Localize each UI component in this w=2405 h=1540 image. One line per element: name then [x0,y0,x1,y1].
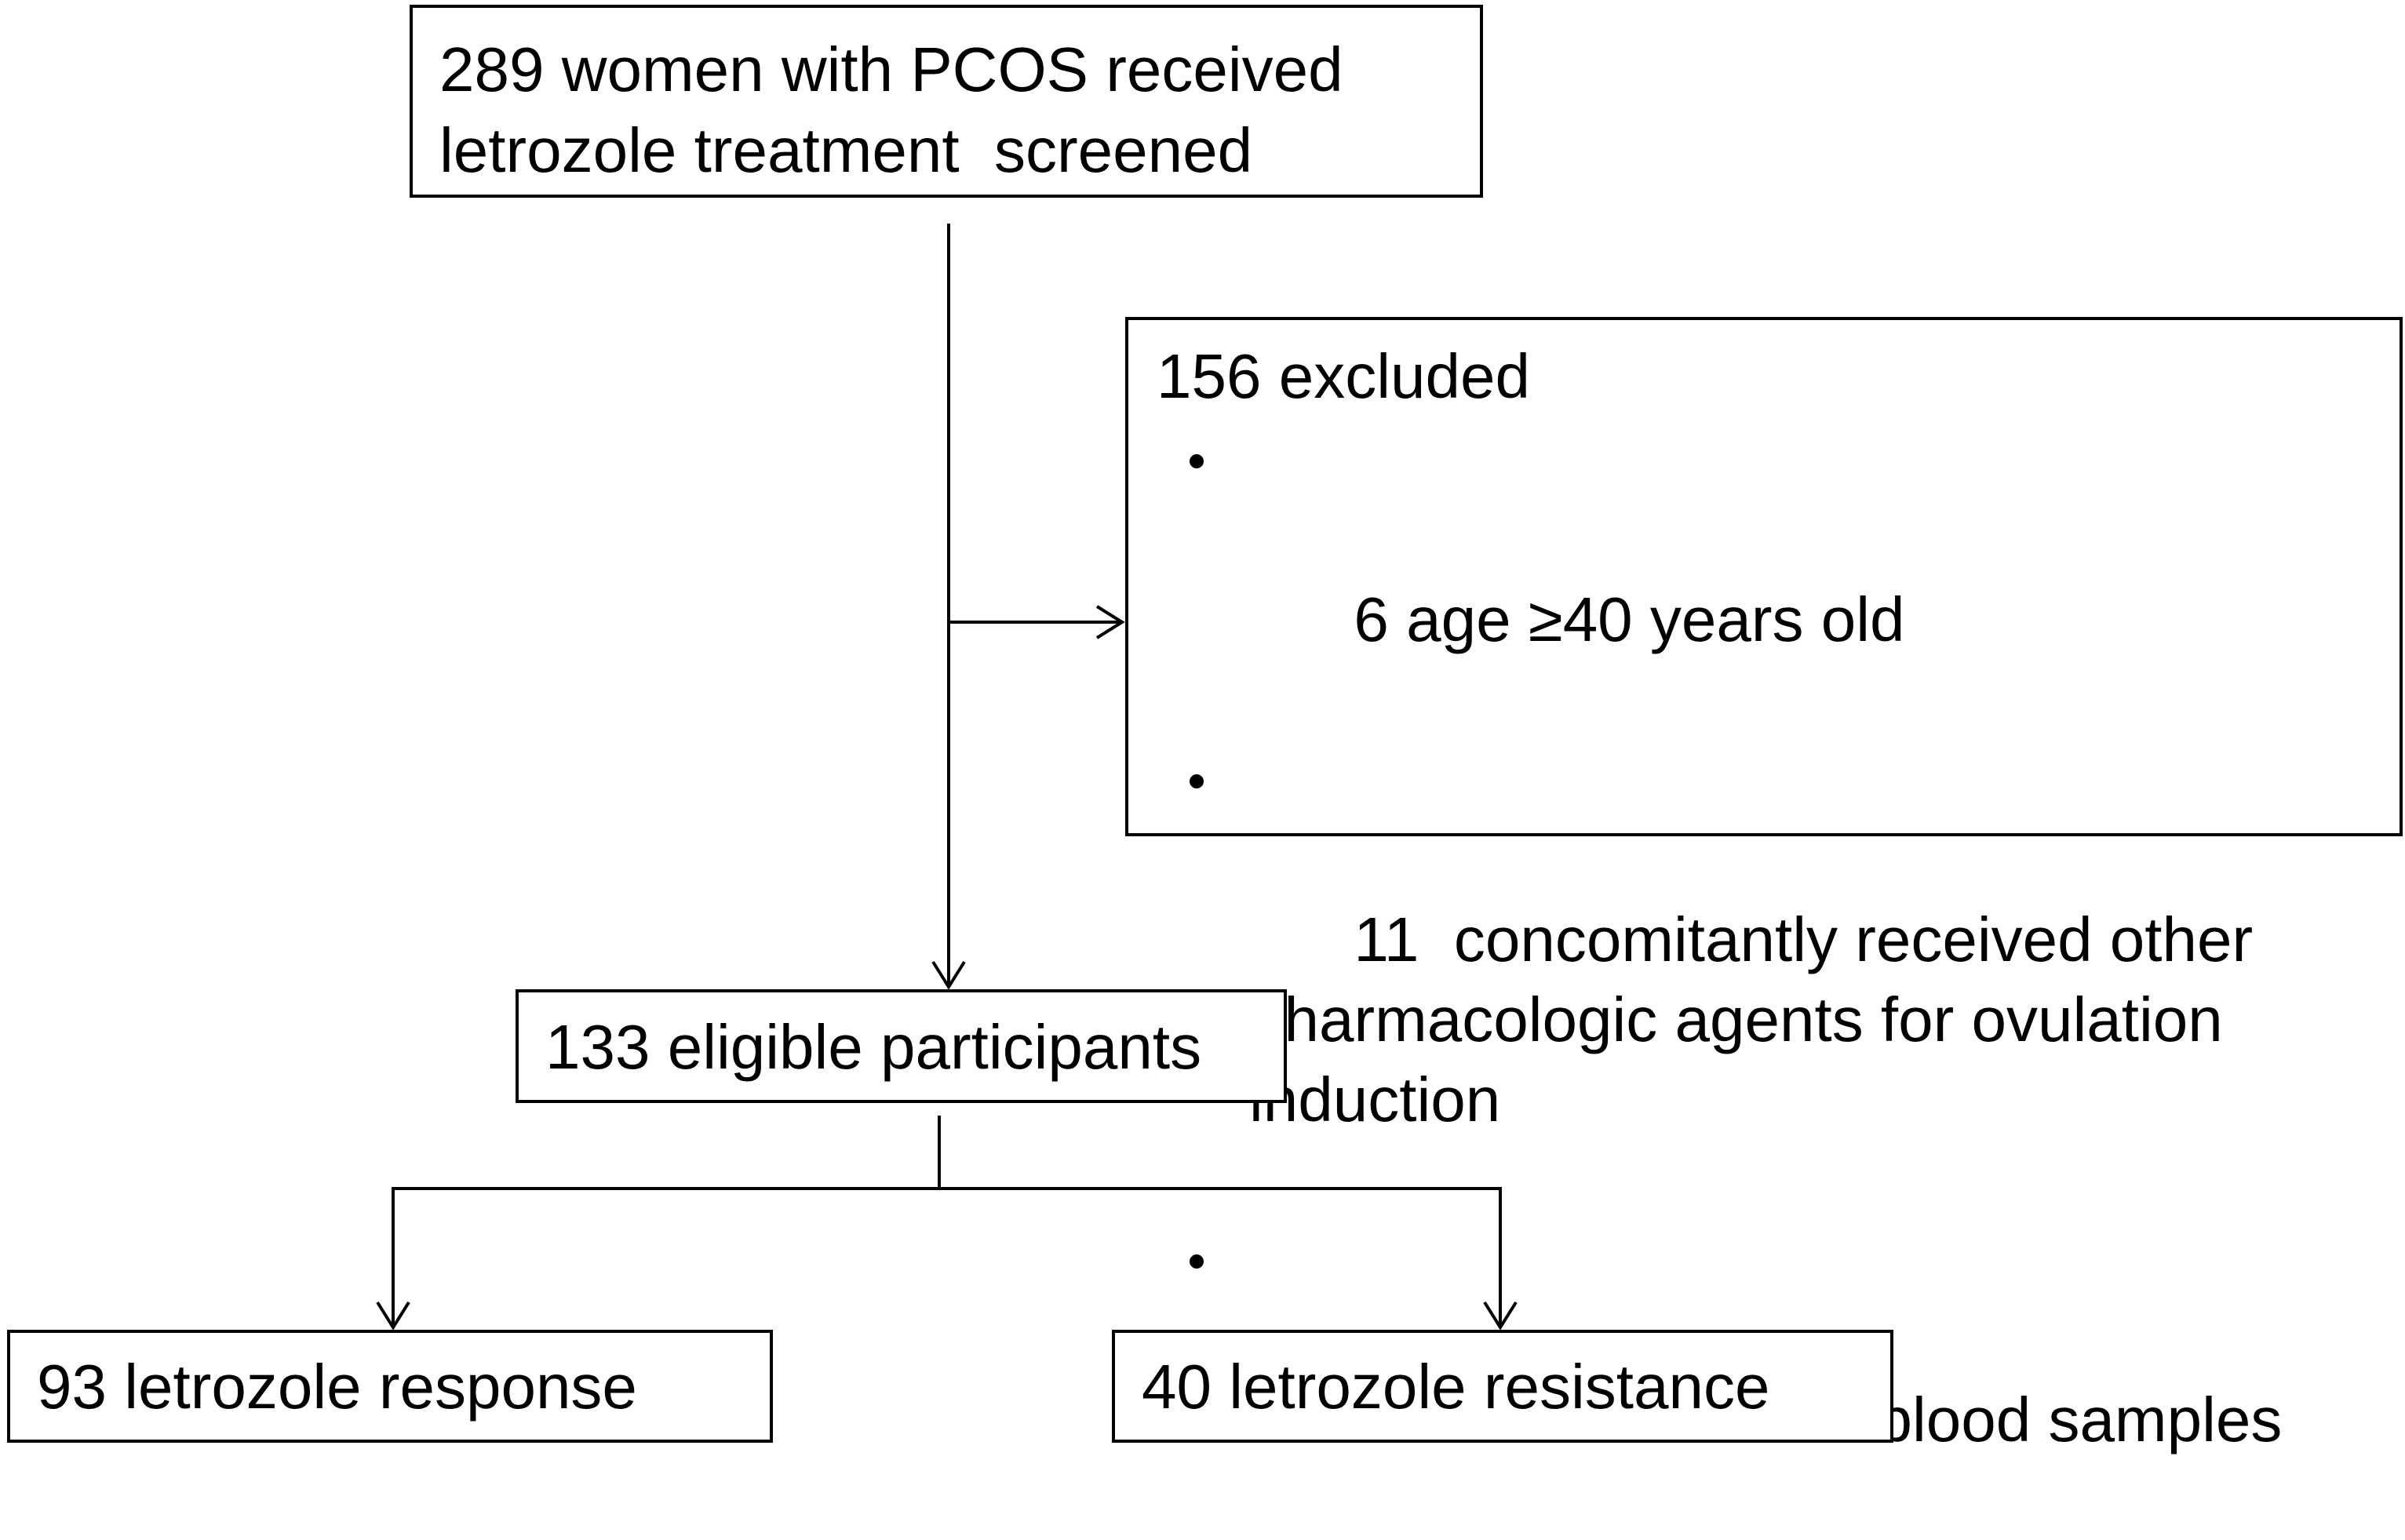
bullet-icon [1190,774,1204,788]
arrowhead-to-resistance [1483,1301,1518,1331]
exclusion-reason-other-agents: 11 concomitantly received other pharmacol… [1157,740,2282,1220]
response-box: 93 letrozole response [7,1330,773,1443]
excluded-box: 156 excluded 6 age ≥40 years old 11 conc… [1125,317,2403,1454]
eligible-text: 133 eligible participants [545,1012,1202,1082]
exclusion-reason-age: 6 age ≥40 years old [1157,420,2282,740]
arrowhead-to-eligible [931,960,966,990]
excluded-title: 156 excluded [1157,341,1530,411]
screened-line-1: 289 women with PCOS received [439,35,1343,104]
resistance-text: 40 letrozole resistance [1142,1352,1770,1422]
exclusion-reason-other-agents-line-3: induction [1249,1065,1501,1134]
bullet-icon [1190,454,1204,468]
response-text: 93 letrozole response [37,1352,637,1422]
arrowhead-to-response [376,1301,410,1331]
arrowhead-to-excluded [1095,605,1125,639]
exclusion-reason-age-text: 6 age ≥40 years old [1354,584,1905,654]
exclusion-reason-other-agents-line-1: 11 concomitantly received other [1354,905,2254,974]
screened-box: 289 women with PCOS received letrozole t… [410,5,1483,198]
bullet-icon [1190,1254,1204,1269]
screened-line-2: letrozole treatment screened [439,115,1253,185]
resistance-box: 40 letrozole resistance [1112,1330,1893,1443]
eligible-box: 133 eligible participants [516,989,1287,1103]
exclusion-reason-other-agents-line-2: pharmacologic agents for ovulation [1249,985,2223,1054]
flow-connectors [376,224,1518,1331]
